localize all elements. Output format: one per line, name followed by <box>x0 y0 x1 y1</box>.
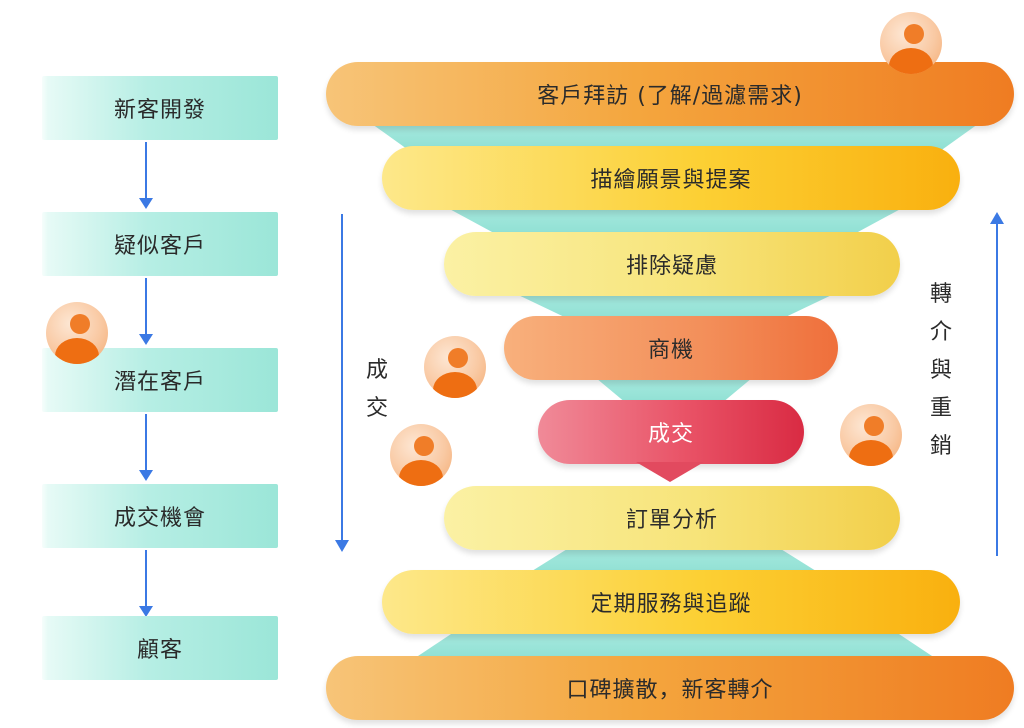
funnel-connector <box>412 632 938 660</box>
referral-resell-vertical-label: 轉介與重銷 <box>929 282 952 459</box>
stage-opportunity: 商機 <box>504 316 838 380</box>
flow-step-label: 顧客 <box>136 638 183 663</box>
avatar-head <box>70 314 90 334</box>
flow-arrow <box>139 278 153 345</box>
stage-label: 排除疑慮 <box>625 254 718 279</box>
stage-order-analysis: 訂單分析 <box>444 486 900 550</box>
avatar-body <box>849 440 893 466</box>
funnel-connector <box>512 292 838 320</box>
deal-closed-pointer <box>636 462 704 482</box>
person-avatar-icon <box>424 336 486 398</box>
flow-step-new-lead: 新客開發 <box>38 76 278 140</box>
stage-service-follow-up: 定期服務與追蹤 <box>382 570 960 634</box>
flow-step-label: 潛在客戶 <box>113 370 206 395</box>
stage-vision-proposal: 描繪願景與提案 <box>382 146 960 210</box>
stage-label: 訂單分析 <box>625 508 718 533</box>
avatar-body <box>889 48 933 74</box>
closing-vertical-label: 成交 <box>365 358 388 421</box>
flow-arrow <box>139 414 153 481</box>
avatar-body <box>433 372 477 398</box>
flow-step-label: 成交機會 <box>113 506 206 531</box>
person-avatar-icon <box>46 302 108 364</box>
avatar-head <box>904 24 924 44</box>
stage-label: 定期服務與追蹤 <box>590 592 752 617</box>
person-avatar-icon <box>880 12 942 74</box>
flow-arrow <box>139 550 153 617</box>
avatar-head <box>448 348 468 368</box>
funnel-connector <box>444 206 906 236</box>
flow-step-suspect: 疑似客戶 <box>38 212 278 276</box>
stage-label: 口碑擴散，新客轉介 <box>566 678 774 703</box>
funnel-connector <box>596 378 752 404</box>
stage-handle-objections: 排除疑慮 <box>444 232 900 296</box>
resell-up-arrow <box>990 212 1004 556</box>
closing-down-arrow <box>335 214 349 552</box>
avatar-body <box>55 338 99 364</box>
flow-step-prospect: 潛在客戶 <box>38 348 278 412</box>
person-avatar-icon <box>390 424 452 486</box>
avatar-head <box>864 416 884 436</box>
avatar-head <box>414 436 434 456</box>
stage-label: 成交 <box>647 422 694 447</box>
flow-step-opportunity: 成交機會 <box>38 484 278 548</box>
stage-label: 商機 <box>647 338 694 363</box>
avatar-body <box>399 460 443 486</box>
person-avatar-icon <box>840 404 902 466</box>
stage-label: 客戶拜訪 (了解/過濾需求) <box>537 84 803 109</box>
stage-label: 描繪願景與提案 <box>590 168 752 193</box>
stage-referral: 口碑擴散，新客轉介 <box>326 656 1014 720</box>
flow-step-label: 疑似客戶 <box>113 234 206 259</box>
funnel-connector <box>372 124 978 150</box>
flow-step-label: 新客開發 <box>113 98 206 123</box>
flow-arrow <box>139 142 153 209</box>
stage-deal-closed: 成交 <box>538 400 804 464</box>
flow-step-customer: 顧客 <box>38 616 278 680</box>
